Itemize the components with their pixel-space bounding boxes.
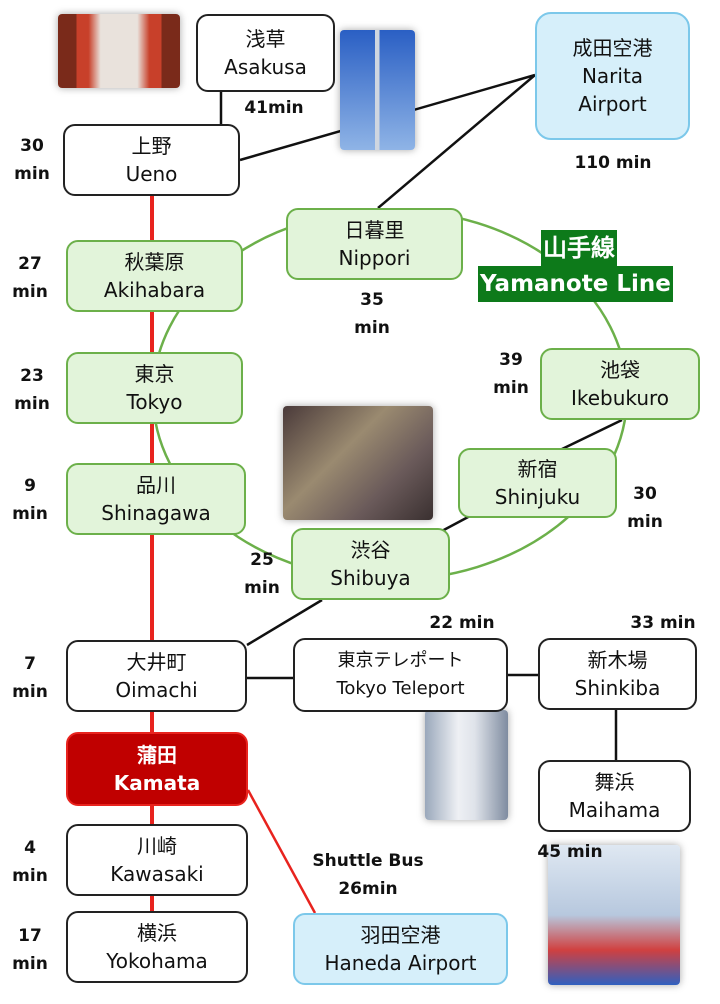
station-maihama[interactable]: 舞浜 Maihama xyxy=(538,760,691,832)
station-en: Yokohama xyxy=(106,949,208,973)
station-en: Kamata xyxy=(113,771,201,795)
station-jp: 東京テレポート xyxy=(337,650,464,671)
station-ueno[interactable]: 上野 Ueno xyxy=(63,124,240,196)
station-en: Ueno xyxy=(125,162,178,186)
station-jp: 日暮里 xyxy=(344,218,405,242)
station-tokyo[interactable]: 東京 Tokyo xyxy=(66,352,243,424)
disney-photo xyxy=(548,845,680,985)
time-shinkiba: 33 min xyxy=(630,613,696,633)
station-en: Shinkiba xyxy=(574,676,661,700)
station-en: Shinagawa xyxy=(101,501,211,525)
yamanote-label-jp: 山手線 xyxy=(541,230,617,266)
station-en: Nippori xyxy=(338,246,411,270)
station-jp: 浅草 xyxy=(245,27,286,51)
station-jp: 渋谷 xyxy=(350,538,391,562)
station-jp: 品川 xyxy=(136,473,176,497)
station-jp: 大井町 xyxy=(126,650,187,674)
time-narita: 110 min xyxy=(574,153,652,173)
station-en: Shibuya xyxy=(330,566,411,590)
station-shinagawa[interactable]: 品川 Shinagawa xyxy=(66,463,246,535)
time-asakusa: 41min xyxy=(244,98,304,118)
sensoji-photo xyxy=(58,14,180,88)
station-haneda-airport[interactable]: 羽田空港 Haneda Airport xyxy=(293,913,508,985)
station-jp: 新木場 xyxy=(587,648,648,672)
station-asakusa[interactable]: 浅草 Asakusa xyxy=(196,14,335,92)
station-en: Oimachi xyxy=(115,678,198,702)
station-en: Ikebukuro xyxy=(570,386,670,410)
shuttle-bus-line xyxy=(246,789,317,914)
station-jp: 成田空港 xyxy=(572,36,653,60)
station-jp: 新宿 xyxy=(517,457,558,481)
nippori-narita-line xyxy=(377,74,536,209)
station-kawasaki[interactable]: 川崎 Kawasaki xyxy=(66,824,248,896)
station-jp: 蒲田 xyxy=(137,743,177,767)
station-jp: 東京 xyxy=(134,362,175,386)
time-maihama: 45 min xyxy=(537,842,603,862)
station-kamata[interactable]: 蒲田 Kamata xyxy=(66,732,248,806)
yamanote-label-en: Yamanote Line xyxy=(478,266,673,302)
station-en: Asakusa xyxy=(224,55,307,79)
shibuya-crossing-photo xyxy=(283,406,433,520)
time-teleport: 22 min xyxy=(429,613,495,633)
station-akihabara[interactable]: 秋葉原 Akihabara xyxy=(66,240,243,312)
shibuya-oimachi-line xyxy=(246,598,323,647)
ikebukuro-shinjuku-line xyxy=(559,418,623,452)
station-en: Airport xyxy=(578,92,647,116)
gundam-statue-photo xyxy=(425,710,508,820)
station-yokohama[interactable]: 横浜 Yokohama xyxy=(66,911,248,983)
station-shinkiba[interactable]: 新木場 Shinkiba xyxy=(538,638,697,710)
station-en: Akihabara xyxy=(103,278,206,302)
station-tokyo-teleport[interactable]: 東京テレポート Tokyo Teleport xyxy=(293,638,508,712)
station-en: Haneda Airport xyxy=(324,951,477,975)
station-jp: 羽田空港 xyxy=(360,923,441,947)
station-ikebukuro[interactable]: 池袋 Ikebukuro xyxy=(540,348,700,420)
station-en: Tokyo xyxy=(126,390,183,414)
station-shinjuku[interactable]: 新宿 Shinjuku xyxy=(458,448,617,518)
station-jp: 上野 xyxy=(131,134,172,158)
station-shibuya[interactable]: 渋谷 Shibuya xyxy=(291,528,450,600)
station-en: Narita xyxy=(581,64,644,88)
station-en: Shinjuku xyxy=(494,485,581,509)
station-jp: 池袋 xyxy=(600,358,640,382)
skytree-photo xyxy=(340,30,415,150)
station-en: Tokyo Teleport xyxy=(336,678,465,699)
station-nippori[interactable]: 日暮里 Nippori xyxy=(286,208,463,280)
station-en: Maihama xyxy=(568,798,661,822)
station-jp: 川崎 xyxy=(137,834,177,858)
station-jp: 舞浜 xyxy=(594,770,635,794)
station-jp: 秋葉原 xyxy=(124,250,185,274)
station-jp: 横浜 xyxy=(137,921,177,945)
station-oimachi[interactable]: 大井町 Oimachi xyxy=(66,640,247,712)
station-en: Kawasaki xyxy=(110,862,204,886)
